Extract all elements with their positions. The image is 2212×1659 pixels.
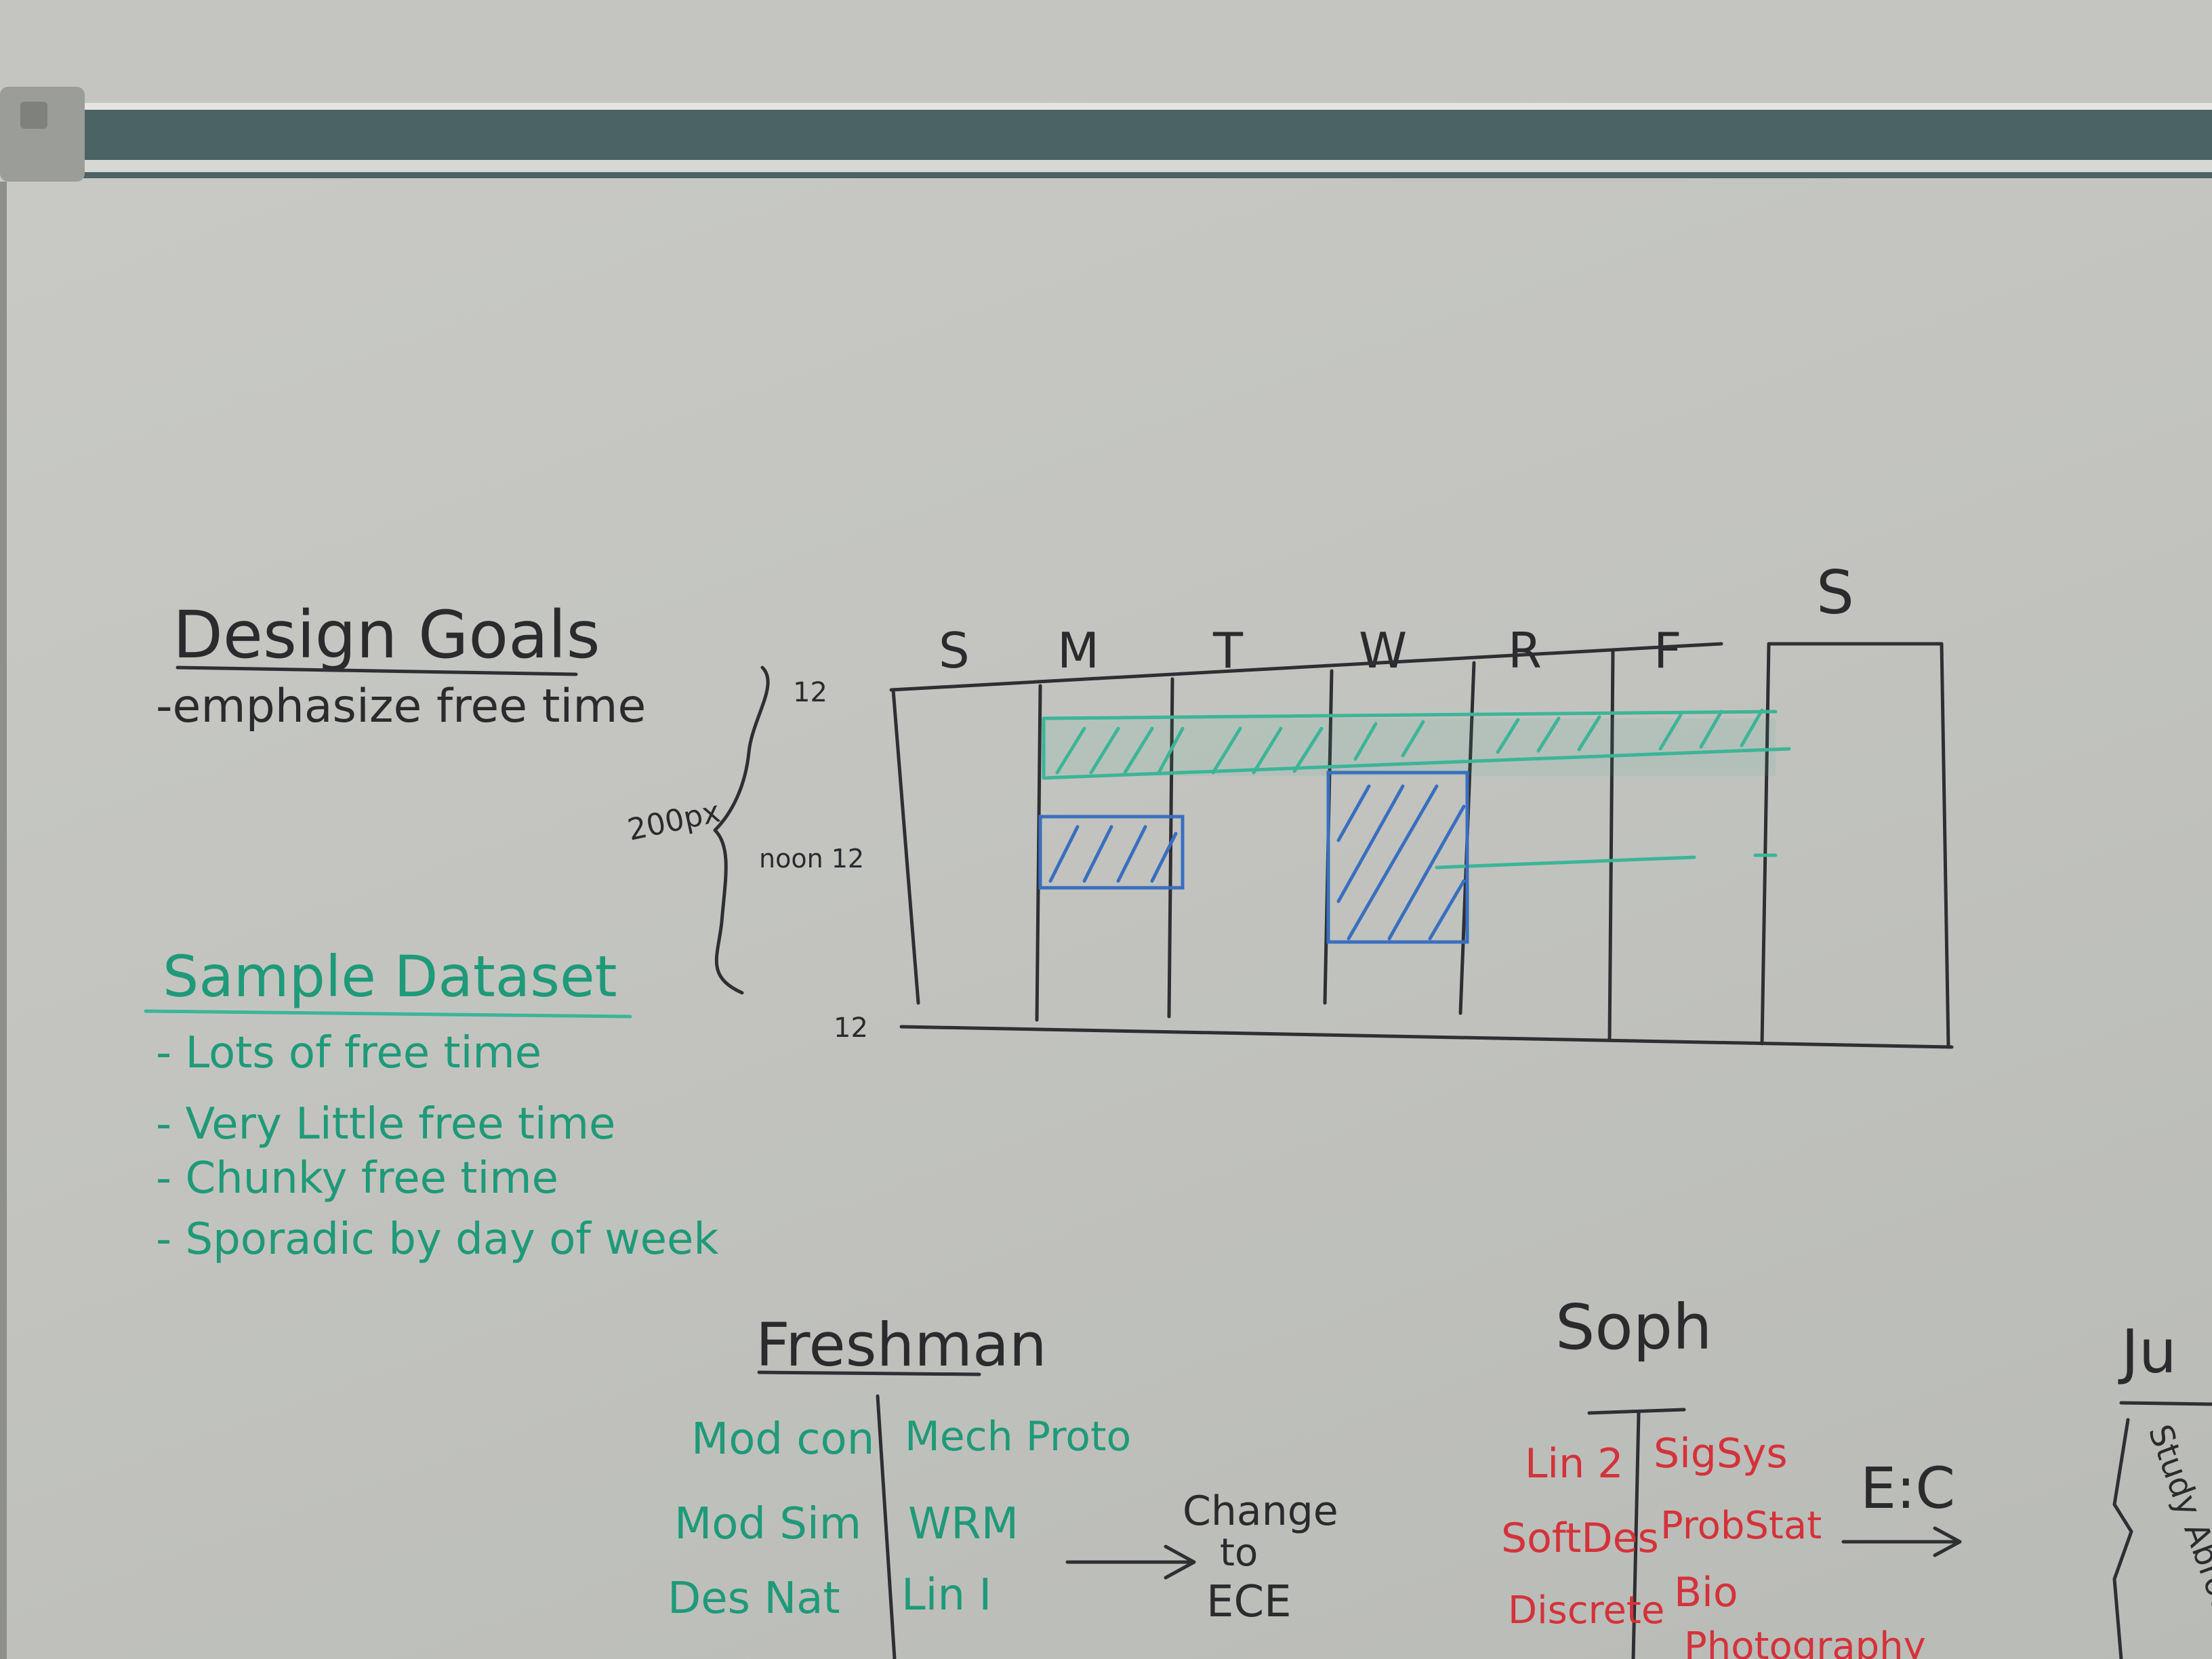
soph-note: E:C (1860, 1455, 1955, 1521)
sample-dataset-heading: Sample Dataset (163, 943, 617, 1010)
freshman-underline (757, 1370, 981, 1376)
freshman-course: Des Nat (668, 1574, 840, 1624)
freshman-note: Change (1183, 1488, 1338, 1535)
dataset-item: - Chunky free time (156, 1153, 558, 1204)
rail-bracket (0, 87, 85, 182)
grid-column-line (1607, 649, 1615, 1042)
soph-course: Discrete (1508, 1589, 1664, 1633)
soph-divider (1631, 1411, 1641, 1659)
soph-course: Bio (1674, 1569, 1738, 1616)
schedule-sketch: S M T W R F S 12 noon 12 12 200px (625, 558, 1954, 1049)
day-label: S (939, 622, 970, 679)
free-time-line (1435, 853, 1778, 869)
soph-underline (1587, 1408, 1686, 1415)
board-frame-left (0, 182, 7, 1659)
rail-bracket-screw (20, 102, 47, 129)
arrow-icon (1065, 1544, 1196, 1580)
freshman-course: WRM (908, 1499, 1019, 1549)
arrow-icon (1841, 1526, 1962, 1557)
design-goals-underline (176, 665, 578, 676)
busy-block-wednesday (1326, 771, 1469, 944)
rail-top (0, 0, 2212, 102)
free-time-hatch (1055, 708, 1764, 775)
freshman-course: Mod Sim (674, 1499, 861, 1549)
freshman-divider (876, 1394, 897, 1659)
soph-course: Photography (1684, 1624, 1926, 1659)
day-label: S (1816, 558, 1854, 628)
junior-heading: Ju (2118, 1317, 2177, 1387)
time-label-middle: noon 12 (759, 844, 864, 874)
freshman-course: Mech Proto (905, 1413, 1131, 1460)
busy-hatch (1048, 825, 1178, 883)
free-time-band-outline (1042, 710, 1791, 780)
soph-course: Lin 2 (1525, 1440, 1623, 1488)
freshman-note: to (1220, 1531, 1258, 1575)
day-label: R (1508, 622, 1542, 679)
grid-bottom-line (899, 1025, 1954, 1049)
freshman-note: ECE (1206, 1577, 1292, 1627)
busy-block-monday (1038, 815, 1185, 890)
grid-left-border (891, 688, 920, 1005)
junior-underline (2119, 1401, 2212, 1406)
day-label: W (1359, 622, 1407, 679)
dataset-item: - Sporadic by day of week (156, 1214, 718, 1265)
freshman-heading: Freshman (756, 1310, 1047, 1380)
sample-dataset-underline (144, 1009, 632, 1019)
grid-column-line (1167, 677, 1174, 1019)
soph-heading: Soph (1555, 1291, 1712, 1364)
junior-note: Study Abroad (2141, 1420, 2212, 1640)
soph-course: ProbStat (1660, 1504, 1822, 1548)
freshman-course: Mod con (691, 1414, 874, 1465)
soph-course: SigSys (1654, 1430, 1788, 1477)
day-label: F (1654, 622, 1681, 679)
junior-divider (2112, 1418, 2133, 1659)
curly-brace (713, 665, 770, 995)
time-label-top: 12 (793, 677, 827, 708)
grid-top-line (889, 642, 1944, 692)
rail-highlight-lower (61, 160, 2212, 172)
dataset-item: - Lots of free time (156, 1028, 541, 1078)
soph-course: SoftDes (1501, 1515, 1659, 1562)
grid-right-border (1940, 642, 1950, 1049)
height-label: 200px (625, 794, 724, 848)
rail-highlight (61, 103, 2212, 110)
design-goals-item: -emphasize free time (156, 680, 646, 733)
freshman-course: Lin I (901, 1570, 991, 1620)
grid-column-line (1760, 642, 1771, 1046)
design-goals-heading: Design Goals (173, 597, 600, 673)
busy-hatch (1336, 784, 1466, 941)
day-label: M (1057, 622, 1099, 679)
dataset-item: - Very Little free time (156, 1099, 615, 1149)
time-label-bottom: 12 (834, 1012, 868, 1044)
